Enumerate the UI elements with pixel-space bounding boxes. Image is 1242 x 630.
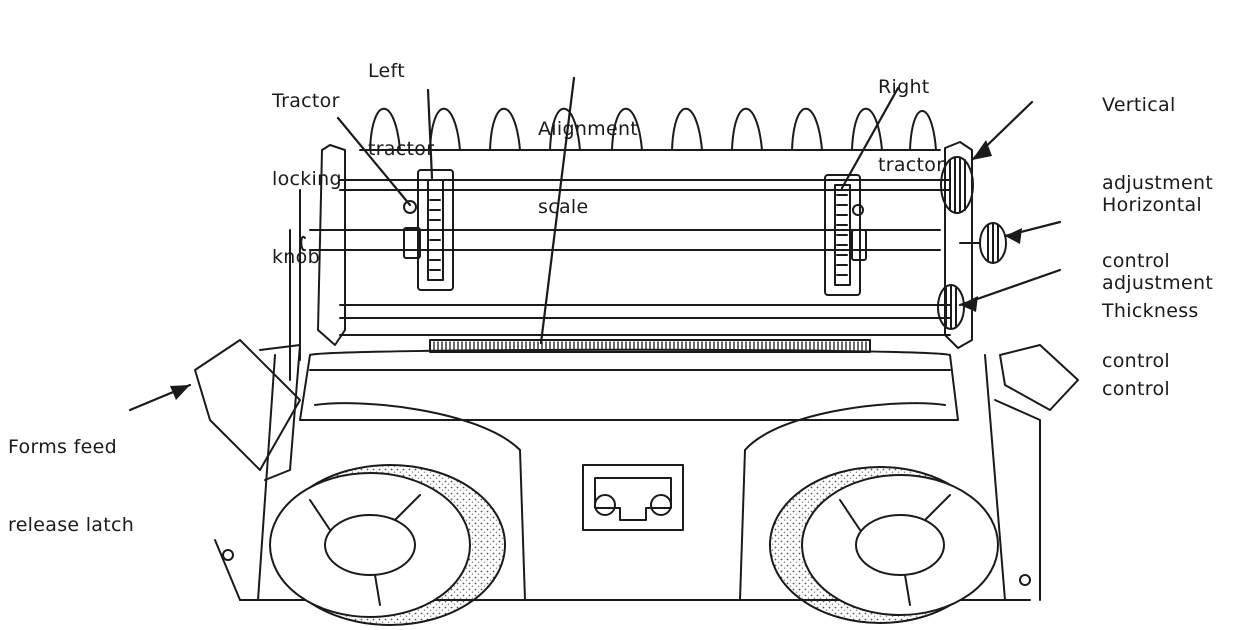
label-alignment-scale: Alignment scale	[538, 118, 639, 218]
alignment-scale-bar	[429, 339, 871, 353]
label-left-tractor: Left tractor	[368, 60, 435, 160]
right-spool	[769, 466, 999, 624]
label-thickness-control: Thickness control	[1102, 300, 1199, 400]
label-forms-feed-release-latch: Forms feed release latch	[8, 436, 135, 536]
label-vertical-adjustment-control: Vertical adjustment control	[1102, 94, 1214, 272]
right-tractor-shape	[824, 174, 867, 296]
label-tractor-locking-knob: Tractor locking knob	[272, 90, 342, 268]
control-knobs	[937, 156, 1007, 330]
forms-scallops	[359, 107, 941, 151]
label-right-tractor: Right tractor	[878, 76, 945, 176]
left-spool	[269, 464, 506, 626]
right-side-latch	[994, 344, 1079, 601]
left-side-latch	[194, 339, 301, 601]
left-tractor-shape	[403, 169, 454, 291]
label-horizontal-adjustment-control: Horizontal adjustment control	[1102, 194, 1214, 372]
arrow-heads	[170, 140, 1022, 400]
